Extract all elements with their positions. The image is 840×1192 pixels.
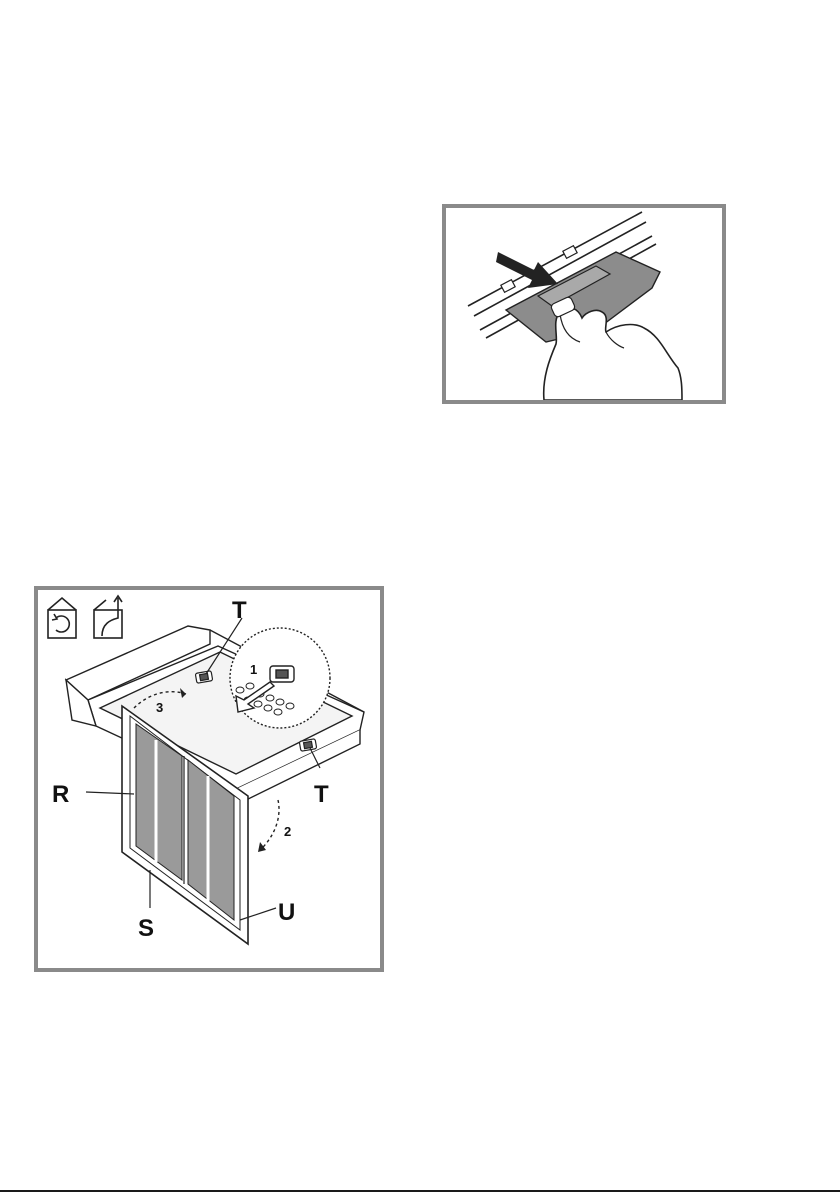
latch-release-illustration [446, 208, 722, 400]
latch-release-figure [442, 204, 726, 404]
extraction-mode-icon [94, 596, 122, 638]
label-U: U [278, 899, 295, 926]
latch-T-left [195, 671, 212, 684]
filter-removal-illustration: T T R S U 1 2 3 [38, 590, 380, 968]
label-R: R [52, 781, 69, 808]
step-3-number: 3 [156, 700, 163, 715]
filter-removal-figure: T T R S U 1 2 3 [34, 586, 384, 972]
step-1-number: 1 [250, 662, 257, 677]
step-2-number: 2 [284, 824, 291, 839]
recirculation-mode-icon [48, 598, 76, 638]
label-S: S [138, 915, 154, 942]
label-T-right: T [314, 781, 329, 808]
latch-T-magnified [270, 666, 294, 682]
label-T-top: T [232, 597, 247, 624]
hand-icon [544, 308, 682, 400]
latch-T-right [299, 739, 316, 752]
